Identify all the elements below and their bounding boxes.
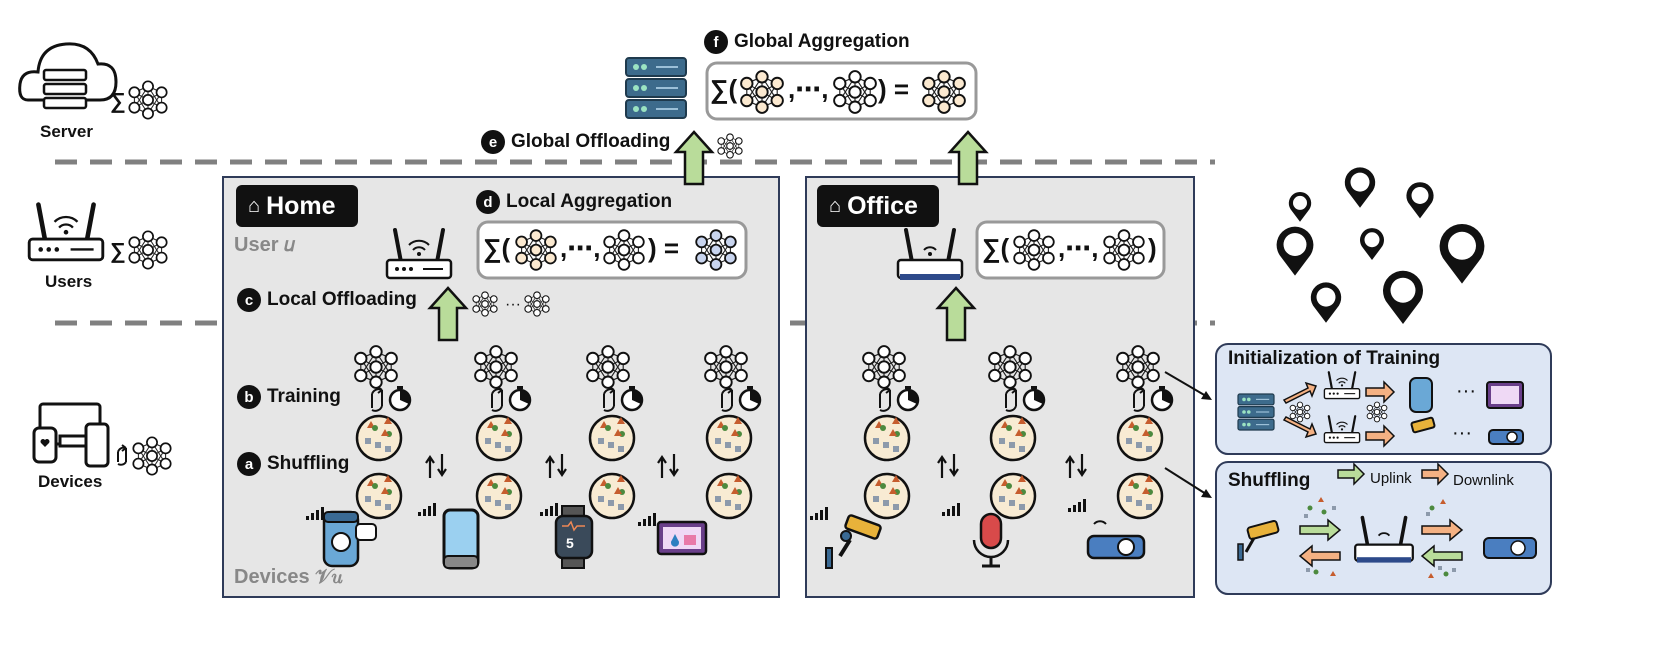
init-panel-title: Initialization of Training xyxy=(1228,348,1441,369)
office-router-icon xyxy=(896,228,964,280)
global-formula-lead: ∑( xyxy=(710,74,738,104)
location-pin-icon xyxy=(1276,167,1485,324)
step-c-text: Local Offloading xyxy=(267,289,417,310)
global-result-model-icon xyxy=(923,71,965,113)
global-model-n-icon xyxy=(834,71,876,113)
step-d-label: d Local Aggregation xyxy=(476,190,672,214)
home-title: Home xyxy=(266,191,336,220)
tier-label-server: Server xyxy=(40,122,93,141)
step-b-badge: b xyxy=(237,385,261,409)
global-formula-tail: ) = xyxy=(878,74,910,104)
step-b-label: b Training xyxy=(237,385,341,409)
home-tag: ⌂ Home xyxy=(236,185,358,227)
home-formula-mid: ,⋯, xyxy=(560,233,601,263)
legend-downlink: Downlink xyxy=(1453,472,1514,489)
step-c-badge: c xyxy=(237,288,261,312)
office-formula-lead: ∑( xyxy=(982,233,1010,263)
router-icon xyxy=(29,205,103,260)
step-d-text: Local Aggregation xyxy=(506,191,673,212)
local-aggregation-box xyxy=(476,220,748,280)
smartwatch-icon: 5 xyxy=(554,505,594,569)
step-d-badge: d xyxy=(476,190,500,214)
step-f-text: Global Aggregation xyxy=(734,31,910,52)
office-title: Office xyxy=(847,191,918,220)
home-formula-tail: ) = xyxy=(648,233,680,263)
home-formula-lead: ∑( xyxy=(483,233,511,263)
global-formula-mid: ,⋯, xyxy=(788,74,829,104)
step-a-badge: a xyxy=(237,452,261,476)
users-model-icon xyxy=(129,231,166,268)
server-sum-symbol: ∑ xyxy=(110,88,126,113)
step-e-badge: e xyxy=(481,130,505,154)
step-e-text: Global Offloading xyxy=(511,131,671,152)
user-label: User 𝑢 xyxy=(234,234,295,256)
svg-text:5: 5 xyxy=(566,535,574,551)
legend-uplink: Uplink xyxy=(1370,470,1412,487)
users-sum-symbol: ∑ xyxy=(110,238,126,263)
server-rack-icon xyxy=(625,57,687,119)
cloud-server-icon xyxy=(18,42,118,110)
office-formula-tail: ) xyxy=(1148,233,1157,263)
home-pin-icon: ⌂ xyxy=(248,194,261,217)
server-model-icon xyxy=(129,81,166,118)
tablet-icon xyxy=(656,520,708,556)
init-ellipsis-bottom: ··· xyxy=(1452,422,1472,444)
step-a-label: a Shuffling xyxy=(237,452,349,476)
security-camera-icon xyxy=(825,514,882,569)
projector-icon xyxy=(1086,520,1146,560)
step-a-text: Shuffling xyxy=(267,453,350,474)
step-f-label: f Global Aggregation xyxy=(704,30,910,54)
shuffle-panel-title: Shuffling xyxy=(1228,470,1311,491)
office-aggregation-box xyxy=(975,220,1166,280)
smartphone-icon xyxy=(442,508,480,570)
tier-label-users: Users xyxy=(45,272,93,291)
pointer-arrow xyxy=(1164,371,1212,498)
init-ellipsis-top: ··· xyxy=(1456,380,1476,402)
devices-model-icon xyxy=(133,437,170,474)
shuffle-panel-content xyxy=(1237,462,1537,578)
shuffling-panel xyxy=(1215,461,1552,595)
devices-cycle-icon xyxy=(117,444,127,466)
global-offload-model-icon xyxy=(718,134,742,158)
devices-label: Devices 𝒱𝑢 xyxy=(234,566,343,588)
office-tag: ⌂ Office xyxy=(817,185,939,227)
svg-text:···: ··· xyxy=(505,296,521,313)
tier-label-devices: Devices xyxy=(38,472,103,491)
offload-model-1-icon xyxy=(473,292,497,316)
step-b-text: Training xyxy=(267,386,341,407)
microphone-icon xyxy=(972,512,1010,568)
init-panel-content xyxy=(1237,371,1524,448)
step-c-label: c Local Offloading xyxy=(237,288,417,312)
step-f-badge: f xyxy=(704,30,728,54)
global-model-1-icon xyxy=(741,71,783,113)
devices-icon xyxy=(32,402,110,468)
step-e-label: e Global Offloading xyxy=(481,130,670,154)
office-pin-icon: ⌂ xyxy=(829,194,842,217)
office-formula-mid: ,⋯, xyxy=(1058,233,1099,263)
smart-speaker-icon xyxy=(322,510,377,568)
